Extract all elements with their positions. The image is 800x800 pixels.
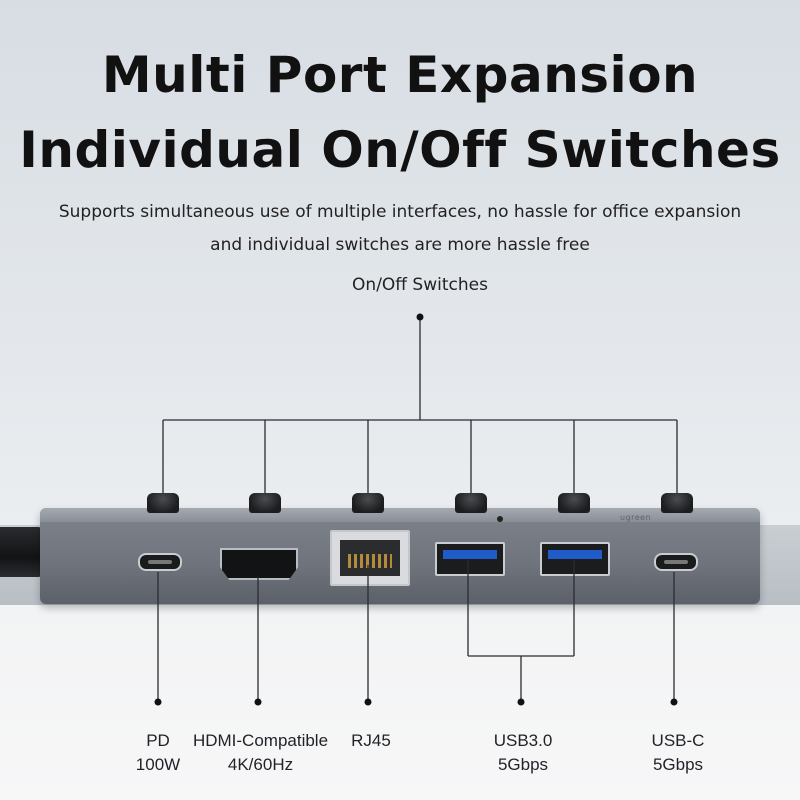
rj45-port [330, 530, 410, 586]
switch-button-2[interactable] [249, 493, 281, 513]
hdmi-port [220, 548, 298, 580]
switch-button-6[interactable] [661, 493, 693, 513]
headline-line-1: Multi Port Expansion [101, 46, 699, 104]
headline-line-2: Individual On/Off Switches [19, 121, 781, 179]
switch-button-4[interactable] [455, 493, 487, 513]
rj45-port-label: RJ45 [351, 731, 391, 750]
usb-a-port-2 [540, 542, 610, 576]
pd-usb-c-port [138, 553, 182, 571]
switches-callout-label: On/Off Switches [352, 275, 488, 295]
usb-a-port-1 [435, 542, 505, 576]
brand-logo: ugreen [620, 513, 652, 522]
status-led [497, 516, 503, 522]
usb-cable [0, 527, 44, 577]
desk-front [0, 605, 800, 800]
usb-c-data-port [654, 553, 698, 571]
subtitle-line-1: Supports simultaneous use of multiple in… [58, 202, 742, 222]
subtitle-line-2: and individual switches are more hassle … [210, 235, 590, 255]
switch-button-5[interactable] [558, 493, 590, 513]
switch-button-3[interactable] [352, 493, 384, 513]
switch-button-1[interactable] [147, 493, 179, 513]
